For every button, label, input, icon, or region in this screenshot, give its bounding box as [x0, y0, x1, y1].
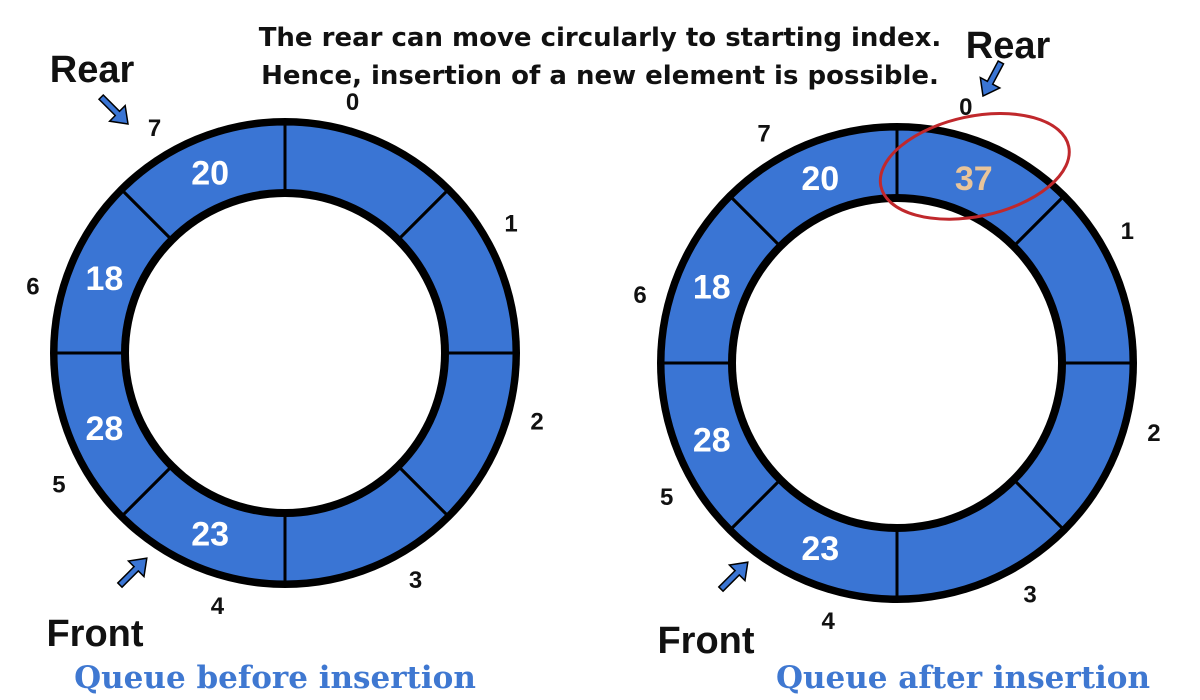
index-label-6: 6 — [633, 282, 646, 309]
index-label-0: 0 — [959, 94, 972, 121]
element-value: 28 — [693, 422, 731, 460]
index-label-3: 3 — [409, 567, 422, 594]
index-label-2: 2 — [530, 409, 543, 436]
element-value: 18 — [693, 268, 731, 306]
caption-line-2: Hence, insertion of a new element is pos… — [261, 61, 939, 91]
index-label-4: 4 — [821, 608, 835, 635]
ring-center — [129, 197, 441, 509]
rear-pointer-arrow-icon — [92, 88, 137, 133]
rear-label: Rear — [50, 49, 135, 91]
index-label-5: 5 — [52, 472, 65, 499]
ring-center — [736, 202, 1058, 524]
index-label-5: 5 — [660, 484, 673, 511]
new-element-value: 37 — [955, 160, 993, 198]
index-label-0: 0 — [346, 89, 359, 116]
queue-caption: Queue after insertion — [776, 660, 1150, 696]
index-label-1: 1 — [504, 211, 517, 238]
element-value: 20 — [191, 154, 229, 192]
element-value: 18 — [85, 260, 123, 298]
new-element-highlight — [878, 112, 1071, 221]
index-label-6: 6 — [26, 273, 39, 300]
element-value: 23 — [801, 530, 839, 568]
rear-label: Rear — [966, 25, 1051, 67]
front-label: Front — [46, 613, 143, 655]
front-pointer-arrow-icon — [712, 553, 757, 598]
element-value: 20 — [801, 160, 839, 198]
queue-caption: Queue before insertion — [74, 660, 476, 696]
index-label-2: 2 — [1147, 420, 1160, 447]
element-value: 28 — [85, 410, 123, 448]
index-label-1: 1 — [1121, 218, 1134, 245]
element-value: 23 — [191, 516, 229, 554]
index-label-3: 3 — [1023, 581, 1036, 608]
front-label: Front — [657, 620, 754, 662]
front-pointer-arrow-icon — [111, 549, 156, 594]
index-label-4: 4 — [211, 593, 225, 620]
index-label-7: 7 — [757, 121, 770, 148]
index-label-7: 7 — [148, 115, 161, 142]
caption-line-1: The rear can move circularly to starting… — [258, 23, 942, 53]
